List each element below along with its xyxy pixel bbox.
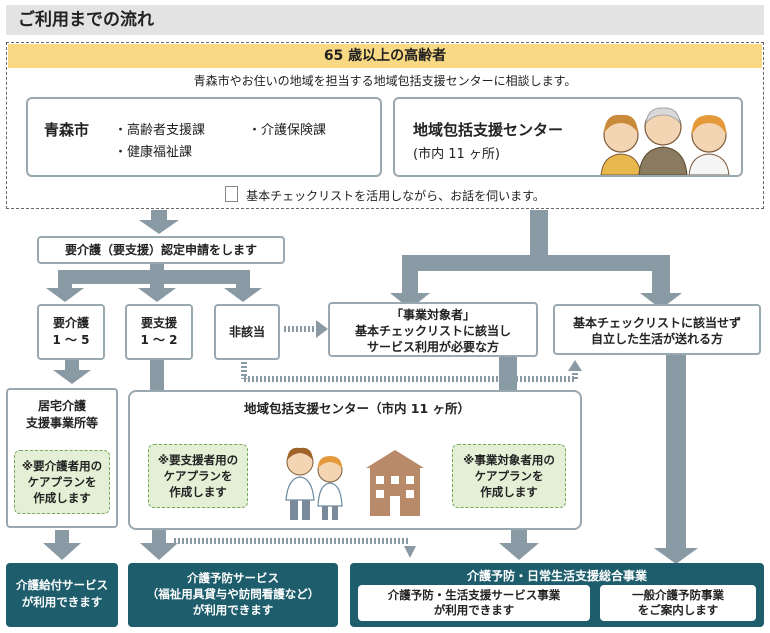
consultation-text: 青森市やお住いの地域を担当する地域包括支援センターに相談します。	[193, 74, 577, 88]
city-name: 青森市	[44, 121, 90, 139]
service-line: 介護予防・生活支援サービス事業	[387, 588, 561, 602]
application-box: 要介護（要支援）認定申請をします	[37, 236, 285, 264]
service-line: （福祉用具貸与や訪問看護など）	[146, 587, 320, 601]
center-support-title: 地域包括支援センター（市内 11 ヶ所）	[243, 401, 471, 416]
document-icon	[225, 186, 239, 202]
consultation-area	[6, 42, 764, 209]
support-need-box: 要支援 1 ～ 2	[125, 304, 193, 360]
independent-box: 基本チェックリストに該当せず 自立した生活が送れる方	[553, 304, 761, 355]
benefit-service-box: 介護給付サービス が利用できます	[6, 563, 118, 627]
plan-line: 作成します	[33, 491, 91, 505]
plan-line: 作成します	[480, 485, 538, 499]
service-line: が利用できます	[21, 595, 103, 609]
checklist-note: 基本チェックリストを活用しながら、お話を伺います。	[8, 186, 762, 204]
service-line: 一般介護予防事業	[632, 588, 724, 602]
elderly-people-illustration	[600, 107, 730, 175]
independent-line: 基本チェックリストに該当せず	[572, 316, 741, 330]
page-title: ご利用までの流れ	[6, 5, 764, 35]
care-need-range: 1 ～ 5	[52, 333, 90, 347]
integrated-service-box: 介護予防・日常生活支援総合事業 介護予防・生活支援サービス事業 が利用できます …	[350, 563, 764, 627]
center-support-box: 地域包括支援センター（市内 11 ヶ所） ※要支援者用の ケアプランを 作成しま…	[128, 390, 582, 530]
center-count: (市内 11 ヶ所)	[413, 147, 500, 162]
prevention-service-box: 介護予防サービス （福祉用具貸与や訪問看護など） が利用できます	[128, 563, 338, 627]
plan-line: ケアプランを	[474, 469, 544, 483]
target-band: 65 歳以上の高齢者	[8, 44, 762, 68]
service-line: 介護給付サービス	[16, 578, 108, 592]
city-item: ・介護保険課	[248, 123, 327, 138]
city-item: ・健康福祉課	[114, 145, 193, 160]
plan-line: ※要介護者用の	[21, 459, 103, 473]
support-need-range: 1 ～ 2	[140, 333, 178, 347]
staff-illustration	[285, 447, 343, 520]
service-line: 介護予防サービス	[187, 571, 279, 585]
care-need-label: 要介護	[52, 316, 89, 330]
service-line: が利用できます	[433, 603, 515, 617]
support-need-label: 要支援	[140, 316, 177, 330]
plan-line: ※要支援者用の	[157, 453, 239, 467]
home-care-office-box: 居宅介護 支援事業所等 ※要介護者用の ケアプランを 作成します	[6, 388, 118, 528]
care-need-box: 要介護 1 ～ 5	[37, 304, 105, 360]
service-line: が利用できます	[192, 603, 274, 617]
target-line: 「事業対象者」	[390, 308, 475, 322]
center-box: 地域包括支援センター (市内 11 ヶ所)	[393, 97, 743, 177]
plan-line: ケアプランを	[27, 475, 97, 489]
care-plan-support: ※要支援者用の ケアプランを 作成します	[148, 444, 248, 508]
plan-line: ※事業対象者用の	[463, 453, 555, 467]
plan-line: 作成します	[169, 485, 227, 499]
target-person-box: 「事業対象者」 基本チェックリストに該当し サービス利用が必要な方	[328, 302, 538, 357]
not-applicable-box: 非該当	[214, 304, 280, 360]
city-box: 青森市 ・高齢者支援課 ・介護保険課 ・健康福祉課	[26, 97, 382, 177]
integrated-title: 介護予防・日常生活支援総合事業	[466, 569, 647, 583]
center-name: 地域包括支援センター	[413, 121, 564, 139]
target-line: 基本チェックリストに該当し	[354, 324, 511, 338]
integrated-left: 介護予防・生活支援サービス事業 が利用できます	[358, 585, 590, 621]
integrated-right: 一般介護予防事業 をご案内します	[600, 585, 756, 621]
care-plan-care: ※要介護者用の ケアプランを 作成します	[14, 450, 110, 514]
service-line: をご案内します	[637, 603, 719, 617]
office-line: 居宅介護	[37, 399, 86, 413]
care-plan-target: ※事業対象者用の ケアプランを 作成します	[452, 444, 566, 508]
office-line: 支援事業所等	[25, 416, 98, 430]
city-item: ・高齢者支援課	[114, 123, 206, 138]
independent-line: 自立した生活が送れる方	[590, 332, 723, 346]
target-line: サービス利用が必要な方	[366, 340, 499, 354]
building-icon	[366, 450, 424, 516]
plan-line: ケアプランを	[163, 469, 233, 483]
